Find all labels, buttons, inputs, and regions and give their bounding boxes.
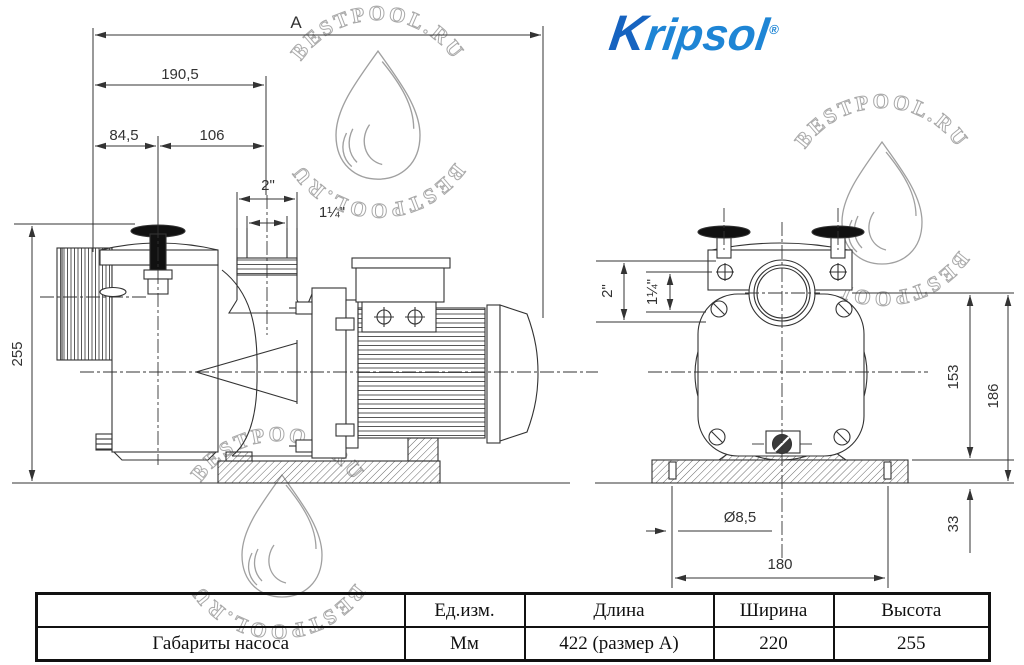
water-drop-icon bbox=[241, 473, 323, 598]
lid-arc bbox=[711, 242, 849, 251]
water-drop-icon bbox=[841, 140, 923, 265]
dim-label-180: 180 bbox=[767, 556, 792, 573]
header-length: Длина bbox=[523, 592, 715, 628]
dim-label-106: 106 bbox=[199, 127, 224, 144]
watermark-text-arc: BESTPOOL.RU bbox=[285, 159, 467, 223]
dimensions-right bbox=[596, 260, 1014, 588]
dim-label-153: 153 bbox=[945, 364, 962, 389]
header-unit: Ед.изм. bbox=[403, 592, 526, 628]
water-drop-icon bbox=[335, 49, 421, 180]
cell-length: 422 (размер А) bbox=[523, 626, 715, 662]
dim-label-33: 33 bbox=[945, 516, 962, 533]
dim-label-dia-8-5: Ø8,5 bbox=[724, 509, 757, 526]
base-plate bbox=[651, 459, 909, 484]
svg-text:BESTPOOL.RU: BESTPOOL.RU bbox=[286, 160, 470, 223]
pump-front-view bbox=[595, 225, 1014, 484]
kripsol-logo: Kripsol® bbox=[606, 4, 782, 62]
cell-unit: Мм bbox=[403, 626, 526, 662]
pump-base bbox=[217, 460, 441, 484]
svg-text:BESTPOOL.RU: BESTPOOL.RU bbox=[286, 1, 470, 64]
dim-label-114in-left: 1¼" bbox=[319, 204, 345, 221]
dim-label-255: 255 bbox=[9, 341, 26, 366]
motor-foot bbox=[407, 437, 439, 462]
header-height: Высота bbox=[832, 592, 991, 628]
pump-side-view bbox=[12, 224, 570, 484]
mount-slot bbox=[668, 461, 677, 480]
mount-slot bbox=[883, 461, 892, 480]
centerlines-right bbox=[648, 208, 928, 558]
inlet-port bbox=[56, 247, 113, 361]
dimensions-table: Ед.изм. Длина Ширина Высота Габариты нас… bbox=[35, 592, 991, 662]
cell-width: 220 bbox=[712, 626, 835, 662]
motor-end-bell bbox=[499, 304, 539, 442]
terminal-box bbox=[351, 257, 451, 269]
table-header-row: Ед.изм. Длина Ширина Высота bbox=[35, 592, 991, 628]
row-label: Габариты насоса bbox=[35, 626, 406, 662]
centerlines-left bbox=[40, 195, 598, 465]
dim-label-2in-left: 2" bbox=[261, 177, 275, 194]
drain-plug bbox=[95, 433, 113, 451]
watermark-text-arc: BESTPOOL.RU bbox=[285, 0, 467, 64]
cell-height: 255 bbox=[832, 626, 991, 662]
dim-label-190-5: 190,5 bbox=[161, 66, 199, 83]
dimensions-left bbox=[14, 26, 544, 481]
volute-body bbox=[221, 269, 258, 457]
header-empty bbox=[35, 592, 406, 628]
dim-label-A: A bbox=[290, 13, 302, 32]
dim-label-84-5: 84,5 bbox=[109, 127, 138, 144]
dim-label-114in-right: 1¼" bbox=[644, 279, 661, 305]
logo-text: ripsol bbox=[642, 9, 773, 60]
dim-label-186: 186 bbox=[985, 383, 1002, 408]
strainer-tank bbox=[111, 264, 219, 453]
header-width: Ширина bbox=[712, 592, 835, 628]
table-row: Габариты насоса Мм 422 (размер А) 220 25… bbox=[35, 626, 991, 662]
watermark-top-center: BESTPOOL.RU BESTPOOL.RU bbox=[285, 0, 470, 223]
dim-label-2in-right: 2" bbox=[599, 284, 616, 298]
motor-end-ring bbox=[486, 304, 501, 444]
